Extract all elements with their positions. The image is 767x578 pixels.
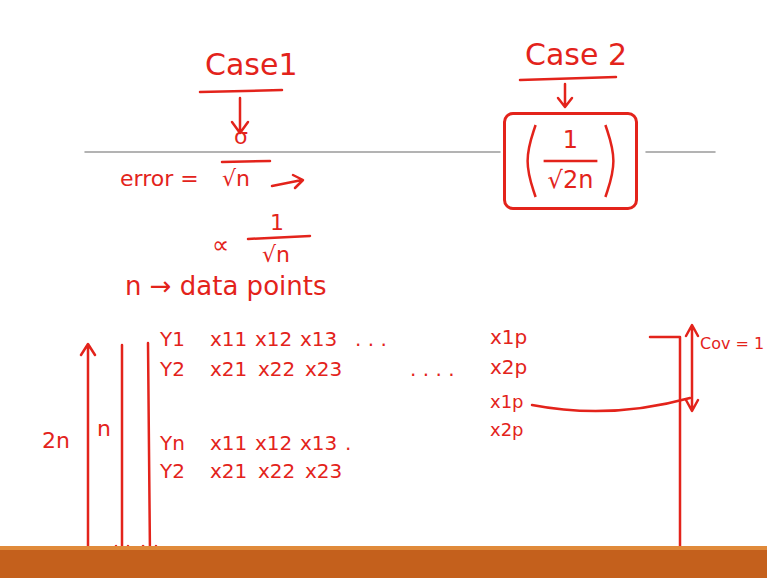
right-paren xyxy=(605,125,613,197)
fraction-term: 1 xyxy=(563,127,578,155)
handwritten-label: √n xyxy=(262,242,290,267)
handwritten-label: . . . . xyxy=(410,358,455,381)
handwritten-label: x2p xyxy=(490,356,527,379)
handwritten-label: x21 xyxy=(210,460,247,483)
handwritten-label: x23 xyxy=(305,460,342,483)
handwritten-label: Case 2 xyxy=(525,38,627,73)
handwritten-label: Yn xyxy=(160,432,185,455)
handwritten-label: n → data points xyxy=(125,272,326,302)
handwritten-label: x11 xyxy=(210,328,247,351)
down-arrow xyxy=(143,343,156,557)
handwritten-label: Case1 xyxy=(205,48,298,83)
handwritten-label: x13 xyxy=(300,432,337,455)
boxed-result: 1√2n xyxy=(503,112,638,210)
handwritten-label: . . . xyxy=(355,328,387,351)
handwritten-label: x22 xyxy=(258,358,295,381)
underline xyxy=(520,77,616,80)
fraction-term: √2n xyxy=(548,167,594,195)
leader-arc xyxy=(532,398,690,411)
right-arrow xyxy=(272,175,303,188)
fraction-bar xyxy=(248,236,310,239)
handwritten-label: σ xyxy=(234,124,248,149)
handwritten-label: n xyxy=(97,416,111,441)
handwritten-label: x21 xyxy=(210,358,247,381)
handwritten-label: x1p xyxy=(490,326,527,349)
left-paren xyxy=(528,125,536,197)
handwritten-label: 2n xyxy=(42,428,70,453)
down-arrow xyxy=(116,345,128,557)
handwritten-label: Y1 xyxy=(160,328,185,351)
handwritten-label: Y2 xyxy=(160,460,185,483)
ruled-line xyxy=(646,151,715,153)
fraction-bar xyxy=(222,161,270,162)
handwritten-label: x13 xyxy=(300,328,337,351)
handwritten-label: . xyxy=(345,432,351,455)
ruled-line xyxy=(85,151,500,153)
handwritten-label: ∝ xyxy=(212,232,229,260)
handwritten-label: √n xyxy=(222,166,250,191)
handwritten-label: error = xyxy=(120,166,199,191)
handwritten-label: Cov = 1 xyxy=(700,335,764,353)
bottom-bar-edge xyxy=(0,546,767,550)
handwritten-label: x23 xyxy=(305,358,342,381)
handwritten-label: x1p xyxy=(490,392,524,413)
bracket xyxy=(650,337,680,562)
fraction-bar xyxy=(544,160,598,163)
handwritten-label: x2p xyxy=(490,420,524,441)
double-arrow xyxy=(81,344,95,561)
handwritten-label: x22 xyxy=(258,460,295,483)
bottom-bar xyxy=(0,546,767,578)
handwritten-label: x12 xyxy=(255,328,292,351)
down-arrow xyxy=(558,84,572,107)
handwritten-label: Y2 xyxy=(160,358,185,381)
underline xyxy=(200,90,282,92)
handwritten-label: x11 xyxy=(210,432,247,455)
handwritten-label: x12 xyxy=(255,432,292,455)
handwritten-label: 1 xyxy=(270,210,284,235)
